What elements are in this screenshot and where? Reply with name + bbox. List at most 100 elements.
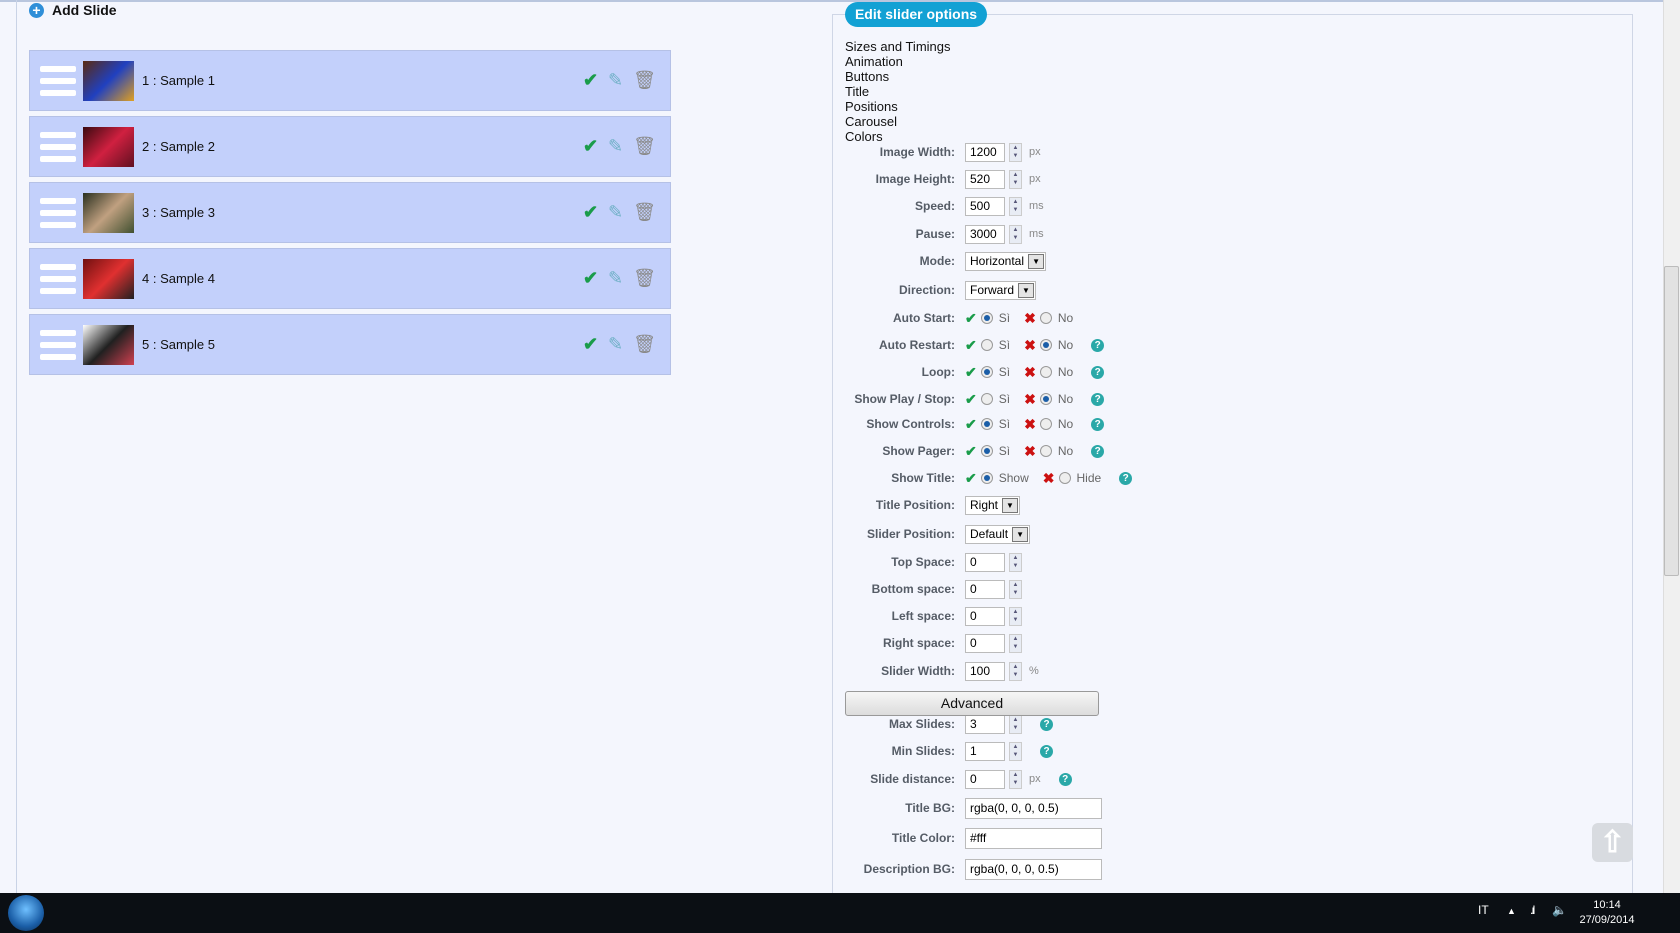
image-width-input[interactable]: 1200 <box>965 142 1005 162</box>
network-icon[interactable]: .ıl <box>1530 903 1536 917</box>
scrollbar-thumb[interactable] <box>1664 266 1679 576</box>
min-slides-input[interactable]: 1 <box>965 741 1005 761</box>
auto-start-no-radio[interactable] <box>1039 312 1052 324</box>
active-check-icon[interactable]: ✔ <box>582 70 599 90</box>
slide-row[interactable]: 2 : Sample 2 ✔ ✎ 🗑 <box>29 116 671 177</box>
volume-icon[interactable]: 🔈 <box>1552 903 1567 917</box>
title-bg-input[interactable]: rgba(0, 0, 0, 0.5) <box>965 797 1102 819</box>
active-check-icon[interactable]: ✔ <box>582 268 599 288</box>
slide-row[interactable]: 5 : Sample 5 ✔ ✎ 🗑 <box>29 314 671 375</box>
help-icon[interactable]: ? <box>1091 365 1105 379</box>
max-slides-input[interactable]: 3 <box>965 714 1005 734</box>
pause-spinner[interactable]: ▲▼ <box>1009 224 1022 244</box>
edit-pencil-icon[interactable]: ✎ <box>608 268 624 288</box>
drag-handle-icon[interactable] <box>40 65 76 96</box>
show-pager-no-radio[interactable] <box>1039 445 1052 457</box>
left-space-spinner[interactable]: ▲▼ <box>1009 606 1022 626</box>
image-height-spinner[interactable]: ▲▼ <box>1009 169 1022 189</box>
help-icon[interactable]: ? <box>1040 717 1053 731</box>
help-icon[interactable]: ? <box>1091 338 1105 352</box>
show-title-no-radio[interactable] <box>1058 472 1071 484</box>
active-check-icon[interactable]: ✔ <box>582 334 599 354</box>
language-indicator[interactable]: IT <box>1478 903 1489 917</box>
help-icon[interactable]: ? <box>1091 444 1105 458</box>
top-space-input[interactable]: 0 <box>965 552 1005 572</box>
max-slides-spinner[interactable]: ▲▼ <box>1009 714 1022 734</box>
edit-pencil-icon[interactable]: ✎ <box>608 136 624 156</box>
direction-select[interactable]: Forward▼ <box>965 280 1037 300</box>
section-link[interactable]: Colors <box>845 129 883 144</box>
description-bg-input[interactable]: rgba(0, 0, 0, 0.5) <box>965 858 1102 880</box>
image-height-input[interactable]: 520 <box>965 169 1005 189</box>
drag-handle-icon[interactable] <box>40 263 76 294</box>
show-title-yes-radio[interactable] <box>980 472 993 484</box>
slide-title[interactable]: 4 : Sample 4 <box>142 271 215 286</box>
show-pager-yes-radio[interactable] <box>980 445 993 457</box>
help-icon[interactable]: ? <box>1091 417 1105 431</box>
section-link[interactable]: Buttons <box>845 69 890 84</box>
min-slides-spinner[interactable]: ▲▼ <box>1009 741 1022 761</box>
help-icon[interactable]: ? <box>1040 744 1053 758</box>
show-controls-no-radio[interactable] <box>1039 418 1052 430</box>
bottom-space-spinner[interactable]: ▲▼ <box>1009 579 1022 599</box>
loop-no-radio[interactable] <box>1039 366 1052 378</box>
bottom-space-input[interactable]: 0 <box>965 579 1005 599</box>
show-hidden-icons-icon[interactable]: ▲ <box>1507 906 1516 916</box>
loop-yes-radio[interactable] <box>980 366 993 378</box>
section-link[interactable]: Title <box>845 84 870 99</box>
left-space-input[interactable]: 0 <box>965 606 1005 626</box>
delete-trash-icon[interactable]: 🗑 <box>633 202 656 222</box>
speed-spinner[interactable]: ▲▼ <box>1009 196 1022 216</box>
slide-title[interactable]: 1 : Sample 1 <box>142 73 215 88</box>
mode-select[interactable]: Horizontal▼ <box>965 251 1047 271</box>
slider-position-select[interactable]: Default▼ <box>965 524 1031 544</box>
section-link[interactable]: Positions <box>845 99 898 114</box>
slider-width-input[interactable]: 100 <box>965 661 1005 681</box>
section-link[interactable]: Carousel <box>845 114 898 129</box>
auto-restart-yes-radio[interactable] <box>980 339 993 351</box>
help-icon[interactable]: ? <box>1119 471 1133 485</box>
slide-row[interactable]: 1 : Sample 1 ✔ ✎ 🗑 <box>29 50 671 111</box>
delete-trash-icon[interactable]: 🗑 <box>633 70 656 90</box>
start-button[interactable] <box>8 895 44 931</box>
slide-title[interactable]: 5 : Sample 5 <box>142 337 215 352</box>
delete-trash-icon[interactable]: 🗑 <box>633 268 656 288</box>
slide-distance-input[interactable]: 0 <box>965 769 1005 789</box>
delete-trash-icon[interactable]: 🗑 <box>633 334 656 354</box>
edit-pencil-icon[interactable]: ✎ <box>608 334 624 354</box>
show-play-stop-yes-radio[interactable] <box>980 393 993 405</box>
slider-width-spinner[interactable]: ▲▼ <box>1009 661 1022 681</box>
drag-handle-icon[interactable] <box>40 131 76 162</box>
help-icon[interactable]: ? <box>1091 392 1105 406</box>
slide-title[interactable]: 3 : Sample 3 <box>142 205 215 220</box>
right-space-input[interactable]: 0 <box>965 633 1005 653</box>
title-color-input[interactable]: #fff <box>965 827 1102 849</box>
section-link[interactable]: Sizes and Timings <box>845 39 951 54</box>
scroll-to-top-button[interactable]: ⇧ <box>1592 823 1633 862</box>
slide-row[interactable]: 3 : Sample 3✔✎🗑 <box>29 182 671 243</box>
slide-row[interactable]: 4 : Sample 4 ✔ ✎ 🗑 <box>29 248 671 309</box>
show-controls-yes-radio[interactable] <box>980 418 993 430</box>
edit-pencil-icon[interactable]: ✎ <box>608 70 624 90</box>
drag-handle-icon[interactable] <box>40 197 76 228</box>
right-space-spinner[interactable]: ▲▼ <box>1009 633 1022 653</box>
title-position-select[interactable]: Right▼ <box>965 495 1021 515</box>
edit-slider-options-legend[interactable]: Edit slider options <box>845 2 987 27</box>
speed-input[interactable]: 500 <box>965 196 1005 216</box>
slide-title[interactable]: 2 : Sample 2 <box>142 139 215 154</box>
help-icon[interactable]: ? <box>1058 772 1072 786</box>
slide-distance-spinner[interactable]: ▲▼ <box>1009 769 1022 789</box>
auto-start-yes-radio[interactable] <box>980 312 993 324</box>
drag-handle-icon[interactable] <box>40 329 76 360</box>
section-link[interactable]: Animation <box>845 54 903 69</box>
pause-input[interactable]: 3000 <box>965 224 1005 244</box>
top-space-spinner[interactable]: ▲▼ <box>1009 552 1022 572</box>
advanced-button[interactable]: Advanced <box>845 691 1099 716</box>
active-check-icon[interactable]: ✔ <box>582 136 599 156</box>
image-width-spinner[interactable]: ▲▼ <box>1009 142 1022 162</box>
add-slide-button[interactable]: + Add Slide <box>29 2 117 18</box>
auto-restart-no-radio[interactable] <box>1039 339 1052 351</box>
edit-pencil-icon[interactable]: ✎ <box>608 202 624 222</box>
clock[interactable]: 10:14 27/09/2014 <box>1572 898 1642 928</box>
delete-trash-icon[interactable]: 🗑 <box>633 136 656 156</box>
